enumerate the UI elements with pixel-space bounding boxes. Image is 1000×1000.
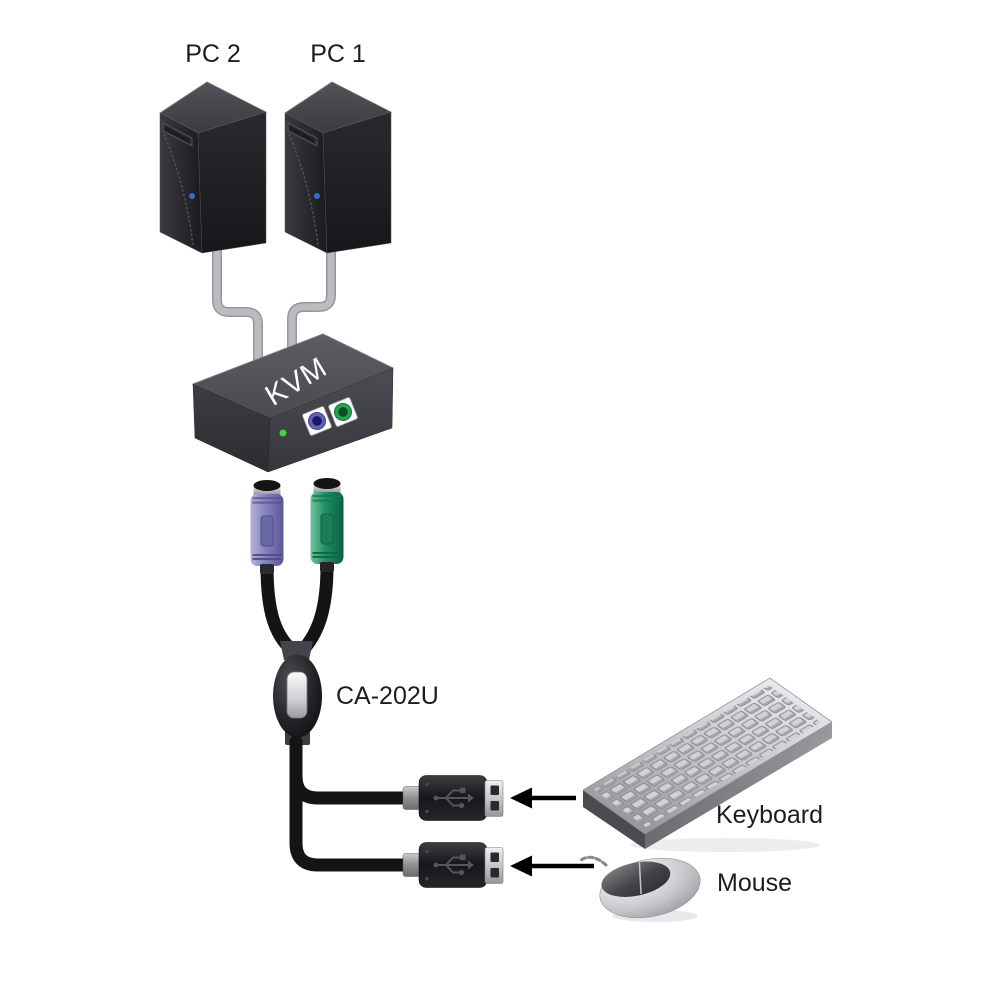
keyboard-illustration: [582, 677, 833, 849]
mouse-cable-pigtail: [579, 855, 608, 867]
keyboard-keys: [593, 685, 822, 827]
ps2-mouse-connector: [310, 478, 344, 572]
kvm-ps2-port-mouse: [328, 397, 358, 427]
kvm-ps2-port-keyboard: [302, 406, 332, 436]
ps2-plug-label-inset: [320, 513, 334, 545]
arrow-mouse-to-usb: [510, 855, 594, 877]
pc-tower-1: [284, 81, 392, 254]
ps2-mouse-cable: [296, 559, 334, 657]
mouse-label: Mouse: [717, 869, 792, 897]
usb-connector-keyboard: [402, 774, 504, 822]
ps2-plug-label-inset: [260, 515, 274, 547]
keyboard-label: Keyboard: [716, 801, 823, 829]
pc1-label: PC 1: [310, 40, 366, 68]
keyboard-shadow: [630, 838, 820, 852]
pc1-to-kvm-cable: [287, 239, 336, 361]
ps2-keyboard-connector: [250, 480, 284, 574]
kvm-power-led: [279, 429, 287, 437]
kvm-switch: KVM: [191, 333, 395, 473]
mouse-illustration: [579, 855, 701, 919]
adapter-label-window: [286, 671, 308, 719]
ps2-keyboard-cable: [260, 559, 299, 657]
arrow-keyboard-to-usb: [510, 787, 576, 809]
pc-tower-2: [159, 81, 267, 254]
usb-keyboard-cable: [289, 735, 415, 805]
usb-mouse-cable: [289, 735, 415, 872]
adapter-body: [273, 641, 322, 745]
adapter-model-label: CA-202U: [336, 682, 439, 710]
pc2-to-kvm-cable: [212, 239, 263, 370]
usb-connector-mouse: [402, 841, 504, 889]
pc2-label: PC 2: [185, 40, 241, 68]
